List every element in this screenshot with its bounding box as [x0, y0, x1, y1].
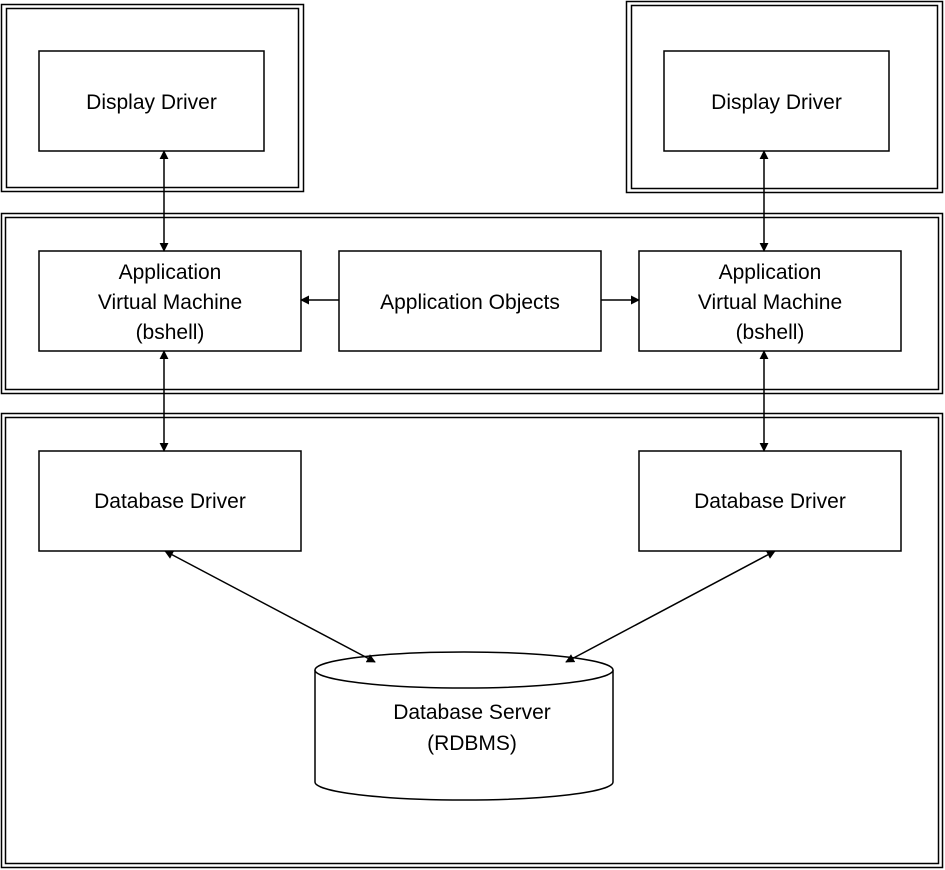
connectors — [159, 150, 776, 663]
database-server-cylinder: Database Server (RDBMS) — [314, 651, 614, 801]
arrow-db-driver-right-to-db-server — [565, 550, 776, 663]
database-driver-left-label: Database Driver — [94, 490, 246, 513]
database-driver-right-box: Database Driver — [638, 450, 902, 552]
application-objects-box: Application Objects — [338, 250, 602, 352]
display-container-left — [0, 3, 305, 193]
avm-right-box: Application Virtual Machine (bshell) — [638, 250, 902, 352]
avm-right-line-2: Virtual Machine — [698, 291, 842, 314]
database-driver-left-box: Database Driver — [38, 450, 302, 552]
database-server-line-2: (RDBMS) — [427, 732, 517, 755]
avm-right-line-3: (bshell) — [736, 321, 805, 344]
avm-right-line-1: Application — [719, 261, 822, 284]
application-objects-label: Application Objects — [380, 291, 560, 314]
display-driver-right-box: Display Driver — [663, 50, 890, 152]
display-driver-left-box: Display Driver — [38, 50, 265, 152]
database-layer-container — [0, 412, 944, 869]
display-driver-right-label: Display Driver — [711, 91, 842, 114]
database-server-line-1: Database Server — [393, 701, 551, 724]
application-layer-container — [0, 212, 944, 395]
avm-left-box: Application Virtual Machine (bshell) — [38, 250, 302, 352]
display-driver-left-label: Display Driver — [86, 91, 217, 114]
avm-left-line-2: Virtual Machine — [98, 291, 242, 314]
database-driver-right-label: Database Driver — [694, 490, 846, 513]
avm-left-line-3: (bshell) — [136, 321, 205, 344]
avm-left-line-1: Application — [119, 261, 222, 284]
display-container-right — [625, 0, 944, 194]
arrow-db-driver-left-to-db-server — [164, 550, 376, 663]
